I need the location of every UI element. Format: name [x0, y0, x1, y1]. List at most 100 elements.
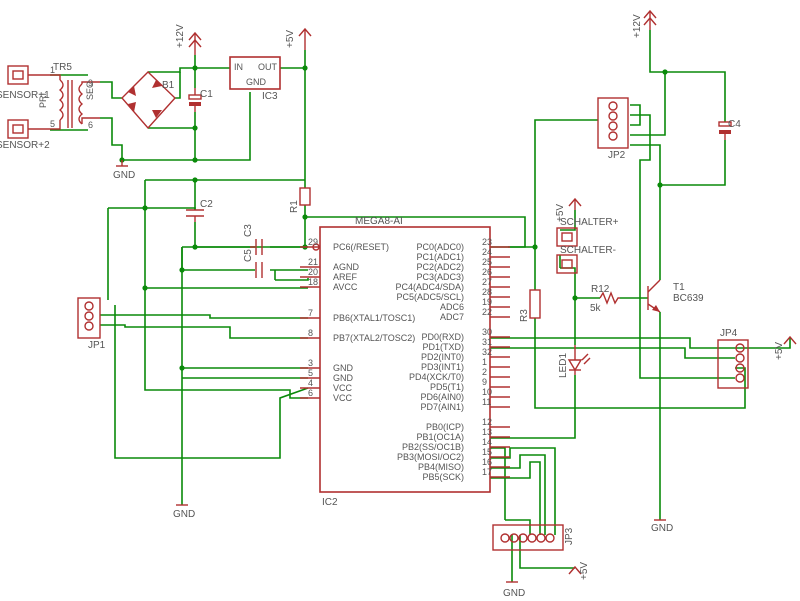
ic2-pin-number-left: 4: [308, 378, 313, 388]
ic2-pin-number-left: 21: [308, 257, 318, 267]
ic3-out: OUT: [258, 62, 278, 72]
capacitor-c3: C3: [243, 224, 263, 255]
ic2-pin-number-right: 13: [482, 427, 492, 437]
ic2-pin-number-right: 24: [482, 247, 492, 257]
schalter-plus-label: SCHALTER+: [560, 217, 619, 228]
tr5-pin1: 1: [50, 65, 55, 75]
v12-label-b: +12V: [632, 14, 643, 38]
ic2-pin-name-left: AGND: [333, 262, 360, 272]
ic2-pin-number-right: 23: [482, 237, 492, 247]
gnd-label-c: GND: [651, 523, 673, 534]
ground-b: GND: [173, 504, 195, 520]
ic2-pin-name-left: GND: [333, 363, 354, 373]
ic2-pin-name-left: PB7(XTAL2/TOSC2): [333, 333, 415, 343]
ic2-pin-name-right: PB5(SCK): [422, 472, 464, 482]
connector-jp4: JP4 +5V: [717, 328, 797, 389]
ic2-pin-name-left: GND: [333, 373, 354, 383]
ic2-pin-name-right: PC1(ADC1): [416, 252, 464, 262]
ic2-pin-number-right: 25: [482, 257, 492, 267]
ic2-pin-name-right: PD6(AIN0): [420, 392, 464, 402]
ic2-pin-number-right: 30: [482, 327, 492, 337]
tr5-pin5: 5: [50, 119, 55, 129]
supply-12v-b: +12V: [632, 9, 657, 38]
ic3-gnd: GND: [246, 77, 267, 87]
transformer-tr5: TR5 PRI SEC 1 5 9 6 SENSOR+1 SENSOR+2: [0, 62, 100, 151]
ic2-pin-number-left: 6: [308, 388, 313, 398]
ic2-pin-name-right: PC2(ADC2): [416, 262, 464, 272]
ic2-pin-number-left: 20: [308, 267, 318, 277]
c1-label: C1: [200, 89, 213, 100]
ic2-pin-name-left: AREF: [333, 272, 358, 282]
ic2-pin-number-right: 27: [482, 277, 492, 287]
gnd-label-a: GND: [113, 170, 135, 181]
resistor-r3: R3: [519, 289, 541, 322]
connector-jp3: JP3 +5V GND: [492, 524, 590, 599]
jp2-label: JP2: [608, 150, 626, 161]
ic2-pin-number-left: 7: [308, 308, 313, 318]
ic2-pin-name-right: PC5(ADC5/SCL): [396, 292, 464, 302]
ic2-pin-name-right: PB3(MOSI/OC2): [397, 452, 464, 462]
tr5-pin9: 9: [88, 78, 93, 88]
c3-label: C3: [243, 224, 254, 237]
ic2-pin-number-right: 14: [482, 437, 492, 447]
ic2-pin-name-right: PD7(AIN1): [420, 402, 464, 412]
jp3-label: JP3: [564, 527, 575, 545]
ic2-name: IC2: [322, 497, 338, 508]
supply-12v-a: +12V: [175, 24, 202, 55]
tr5-pri: PRI: [38, 93, 48, 108]
jp4-label: JP4: [720, 328, 738, 339]
v12-label-a: +12V: [175, 24, 186, 48]
capacitor-c1: C1: [188, 88, 213, 112]
ic2-pin-inversion-dot: [312, 243, 320, 251]
ic2-pin-number-right: 12: [482, 417, 492, 427]
ic2-label: MEGA8-AI: [355, 216, 403, 227]
capacitor-c5: C5: [243, 249, 263, 278]
ic2-pin-number-right: 11: [482, 397, 491, 407]
jp1-label: JP1: [88, 340, 106, 351]
ic2-pin-number-right: 15: [482, 447, 492, 457]
ic2-pin-number-right: 9: [482, 377, 487, 387]
ic2-pin-name-left: VCC: [333, 393, 353, 403]
switch-connectors: +5V SCHALTER+ SCHALTER-: [555, 197, 619, 274]
ic2-pin-number-left: 5: [308, 368, 313, 378]
led-led1: LED1: [558, 345, 591, 378]
connector-jp2: JP2: [597, 97, 629, 161]
ic2-pin-number-right: 28: [482, 287, 492, 297]
ic2-pin-number-right: 32: [482, 347, 492, 357]
ic2-pin-name-right: PD1(TXD): [422, 342, 464, 352]
sensor2-label: SENSOR+2: [0, 140, 50, 151]
r1-label: R1: [289, 200, 300, 213]
ic2-pin-number-right: 2: [482, 367, 487, 377]
led1-label: LED1: [558, 353, 569, 378]
ic2-pin-name-right: ADC6: [440, 302, 464, 312]
ic3-in: IN: [234, 62, 243, 72]
bridge-rectifier-b1: B1: [121, 71, 176, 130]
ic2-pin-number-right: 22: [482, 307, 492, 317]
ic2-pin-number-left: 18: [308, 277, 318, 287]
v5-label-b: +5V: [555, 204, 566, 222]
ic2-pin-number-left: 3: [308, 358, 313, 368]
ic2-pin-name-right: PC4(ADC4/SDA): [395, 282, 464, 292]
v5-label-a: +5V: [285, 30, 296, 48]
ic2-pin-name-right: ADC7: [440, 312, 464, 322]
r12-value: 5k: [590, 303, 602, 314]
r12-label: R12: [591, 284, 610, 295]
t1-type: BC639: [673, 293, 704, 304]
ic2-pin-name-left: PB6(XTAL1/TOSC1): [333, 313, 415, 323]
ic2-pin-name-right: PC0(ADC0): [416, 242, 464, 252]
sensor1-label: SENSOR+1: [0, 90, 50, 101]
regulator-ic3: IN OUT GND IC3: [229, 56, 281, 102]
ic2-pin-name-right: PB4(MISO): [418, 462, 464, 472]
ic2-pin-name-right: PB2(SS/OC1B): [402, 442, 464, 452]
ic2-pin-number-right: 26: [482, 267, 492, 277]
v5-label-d: +5V: [579, 562, 590, 580]
tr5-label: TR5: [53, 62, 72, 73]
capacitor-c4: C4: [718, 119, 741, 140]
resistor-r1: R1: [289, 187, 311, 213]
ic2-pin-number-right: 31: [482, 337, 492, 347]
v5-label-c: +5V: [774, 342, 785, 360]
schalter-minus-label: SCHALTER-: [560, 245, 616, 256]
tr5-sec: SEC: [85, 81, 95, 100]
